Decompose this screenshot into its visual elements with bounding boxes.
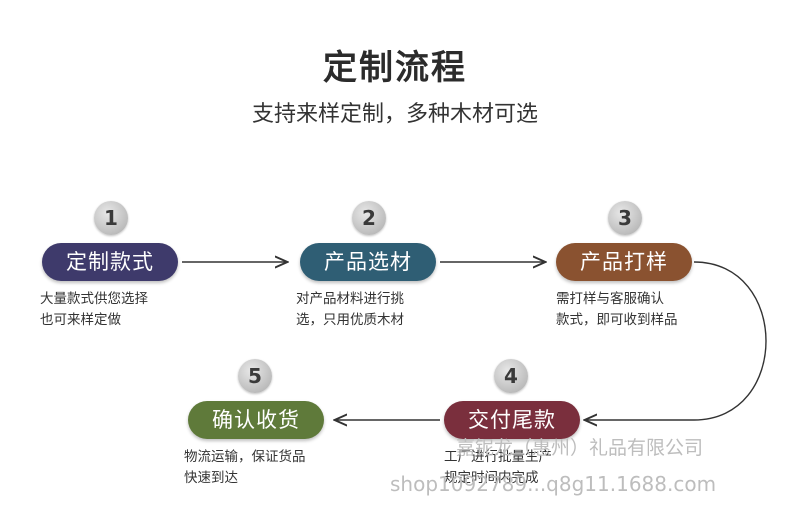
step-1-number: 1: [94, 201, 128, 235]
step-3-description: 需打样与客服确认 款式，即可收到样品: [556, 289, 678, 331]
step-1-description: 大量款式供您选择 也可来样定做: [40, 289, 148, 331]
arrow-3-to-4: [586, 261, 767, 420]
step-3-number: 3: [608, 201, 642, 235]
step-4-desc-line-1: 工厂进行批量生产: [444, 449, 552, 465]
step-2-label: 产品选材: [300, 243, 436, 281]
step-3-desc-line-1: 需打样与客服确认: [556, 291, 664, 307]
step-5-desc-line-1: 物流运输，保证货品: [184, 449, 306, 465]
watermark-company: 嘉铌龙（惠州）礼品有限公司: [456, 437, 704, 459]
step-4-label: 交付尾款: [444, 401, 580, 439]
step-5-desc-line-2: 快速到达: [184, 470, 238, 486]
step-4-number: 4: [494, 359, 528, 393]
step-1-desc-line-2: 也可来样定做: [40, 312, 121, 328]
page-title: 定制流程: [323, 48, 467, 88]
step-4-desc-line-2: 规定时间内完成: [444, 470, 539, 486]
step-2-description: 对产品材料进行挑 选，只用优质木材: [296, 289, 404, 331]
step-5-description: 物流运输，保证货品 快速到达: [184, 447, 306, 489]
step-3-desc-line-2: 款式，即可收到样品: [556, 312, 678, 328]
step-2-desc-line-1: 对产品材料进行挑: [296, 291, 404, 307]
step-5-number: 5: [238, 359, 272, 393]
page-subtitle: 支持来样定制，多种木材可选: [251, 102, 538, 127]
step-2-number: 2: [352, 201, 386, 235]
step-3-label: 产品打样: [556, 243, 692, 281]
step-1-label: 定制款式: [42, 243, 178, 281]
step-5-label: 确认收货: [188, 401, 324, 439]
step-2-desc-line-2: 选，只用优质木材: [296, 312, 404, 328]
watermark-shop-url: shop1092789...q8g11.1688.com: [390, 472, 717, 496]
step-4-description: 工厂进行批量生产 规定时间内完成: [444, 447, 552, 489]
step-1-desc-line-1: 大量款式供您选择: [40, 291, 148, 307]
